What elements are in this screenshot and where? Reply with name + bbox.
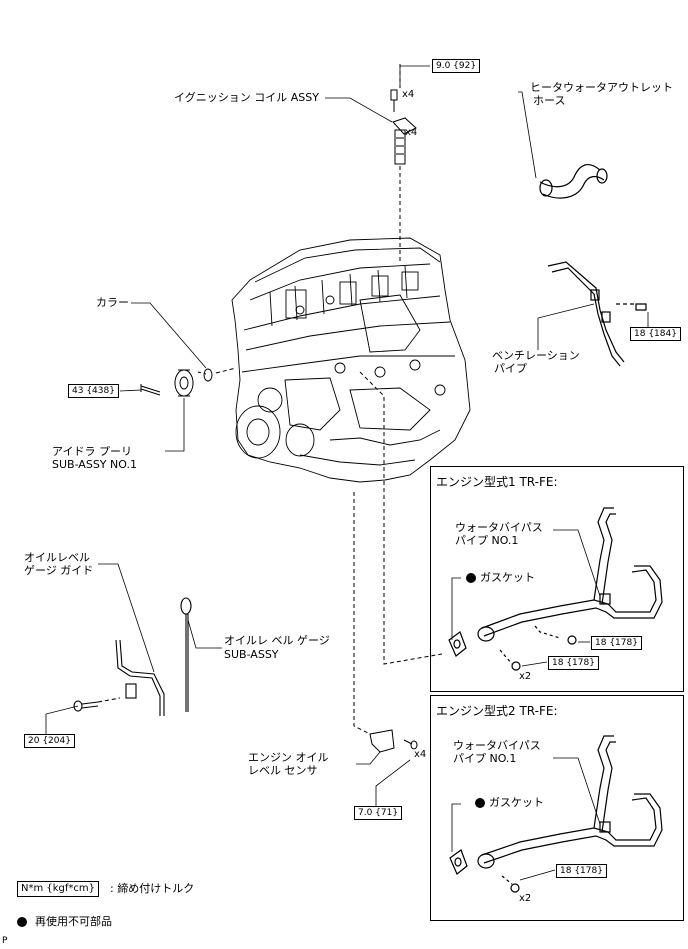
torque-box-coil-bolt: 9.0 {92} [432, 59, 481, 73]
sensor-bolt-quantity: x4 [414, 749, 427, 760]
ignition-coil-label: イグニッション コイル ASSY [174, 91, 319, 104]
bypass-pipe-panel1-illustration [448, 507, 663, 671]
heater-hose-label-line2: ホース [533, 94, 566, 107]
torque-box-vent-bolt: 18 {184} [630, 327, 681, 341]
engine-block-illustration [231, 237, 471, 483]
vent-pipe-label-line1: ベンチレーション [492, 349, 580, 362]
engine-type2-panel: エンジン型式2 TR-FE: ウォータバイパス パイプ NO.1 ガスケット 1… [430, 695, 684, 921]
gauge-guide-label-line2: ゲージ ガイド [24, 564, 94, 577]
collar-label: カラー [96, 296, 129, 309]
torque-box-idler-bolt: 43 {438} [68, 384, 119, 398]
torque-box-guide-bolt: 20 {204} [24, 734, 75, 748]
oil-sensor-label-line1: エンジン オイル [248, 751, 329, 764]
panel2-pipe-label-line2: パイプ NO.1 [453, 752, 517, 765]
panel2-nonreusable-dot [475, 798, 485, 808]
leader-lines [45, 65, 649, 881]
panel1-bolt-quantity: x2 [519, 671, 532, 682]
legend-nonreusable-text: 再使用不可部品 [35, 915, 112, 928]
panel1-pipe-label-line2: パイプ NO.1 [455, 534, 519, 547]
engine-type1-panel: エンジン型式1 TR-FE: ウォータバイパス パイプ NO.1 ガスケット 1… [430, 466, 684, 692]
oil-gauge-label-line1: オイルレ ベル ゲージ [224, 634, 330, 647]
oil-level-sensor-illustration [353, 492, 418, 753]
gauge-guide-illustration [73, 639, 165, 716]
heater-hose-illustration [539, 163, 608, 199]
torque-box-sensor-bolt: 7.0 {71} [354, 806, 403, 820]
legend-torque-unit-box: N*m {kgf*cm} [17, 881, 100, 897]
bypass-pipe-panel2-illustration [449, 735, 663, 893]
panel2-bolt-quantity: x2 [519, 893, 532, 904]
panel2-pipe-label-line1: ウォータバイパス [453, 739, 541, 752]
panel1-pipe-label-line1: ウォータバイパス [455, 521, 543, 534]
oil-gauge-label-line2: SUB-ASSY [224, 648, 279, 661]
panel1-torque-box-a: 18 {178} [591, 636, 642, 650]
panel2-title: エンジン型式2 TR-FE: [436, 704, 558, 718]
coil-bolt-quantity: x4 [402, 89, 415, 100]
corner-mark: P [2, 936, 8, 946]
ventilation-pipe-illustration [547, 261, 647, 367]
panel1-gasket-label: ガスケット [480, 571, 535, 584]
idler-pulley-label-line1: アイドラ プーリ [52, 445, 132, 458]
gauge-guide-label-line1: オイルレベル [24, 551, 90, 564]
idler-pulley-label-line2: SUB-ASSY NO.1 [52, 458, 137, 471]
coil-quantity: x4 [405, 127, 418, 138]
oil-gauge-illustration [180, 597, 192, 712]
panel1-nonreusable-dot [466, 573, 476, 583]
panel2-torque-box: 18 {178} [556, 864, 607, 878]
heater-hose-label-line1: ヒータウォータアウトレット [530, 81, 673, 94]
idler-pulley-illustration [140, 367, 237, 397]
panel2-gasket-label: ガスケット [489, 796, 544, 809]
vent-pipe-label-line2: パイプ [494, 362, 527, 375]
panel1-title: エンジン型式1 TR-FE: [436, 475, 558, 489]
legend-torque-text: : 締め付けトルク [110, 882, 195, 895]
panel1-torque-box-b: 18 {178} [548, 656, 599, 670]
oil-sensor-label-line2: レベル センサ [248, 764, 318, 777]
legend-nonreusable-dot [17, 917, 27, 927]
